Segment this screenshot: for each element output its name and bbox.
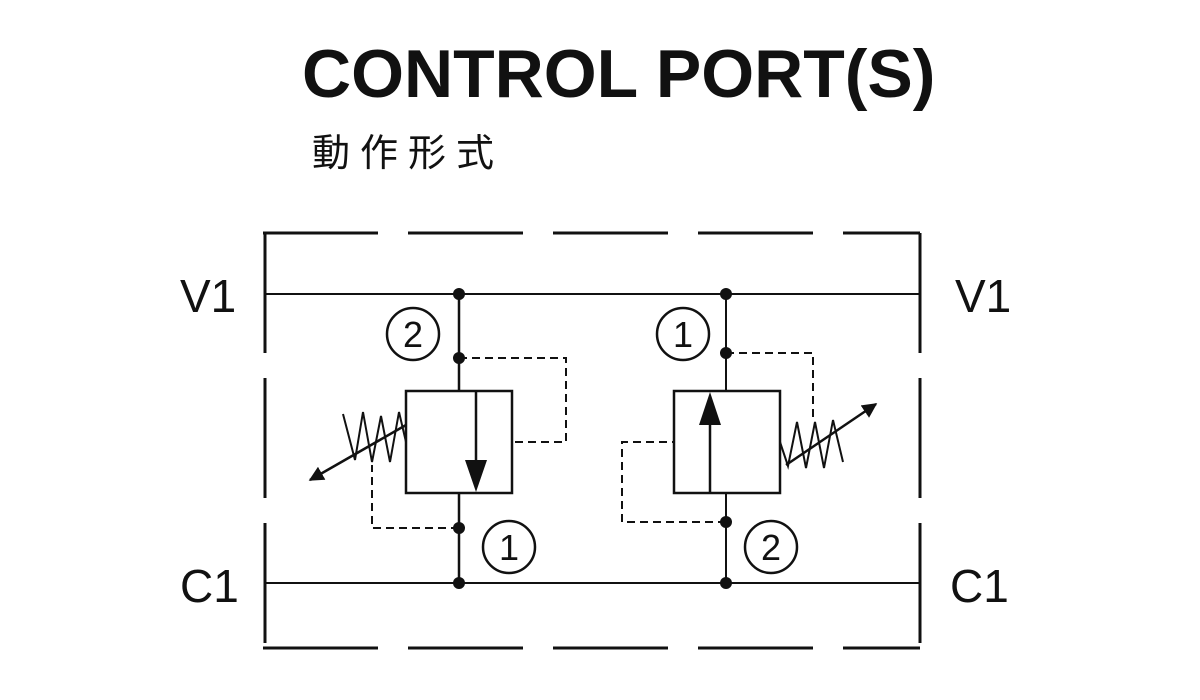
left-valve-marker-bottom-label: 1 <box>499 527 519 568</box>
port-label-c1-left: C1 <box>180 560 239 612</box>
right-valve: 1 2 <box>621 288 878 589</box>
left-pilot-line-bottom <box>371 465 459 529</box>
port-label-v1-left: V1 <box>180 270 236 322</box>
right-valve-marker-bottom-label: 2 <box>761 527 781 568</box>
enclosure-border <box>263 231 922 650</box>
right-spring-icon <box>779 419 844 470</box>
diagram-subtitle: 動作形式 <box>312 131 505 175</box>
right-valve-marker-top-label: 1 <box>673 314 693 355</box>
left-valve-marker-bottom <box>481 519 537 575</box>
right-valve-marker-top <box>655 306 711 362</box>
left-pilot-line-top <box>459 357 567 443</box>
left-valve-marker-top-label: 2 <box>403 314 423 355</box>
left-spring-icon <box>342 411 407 463</box>
port-label-c1-right: C1 <box>950 560 1009 612</box>
left-adjust-arrow-icon <box>308 423 407 482</box>
right-pilot-line-top <box>726 352 814 420</box>
left-valve-body <box>404 389 514 495</box>
right-flow-arrow-up <box>699 392 721 425</box>
left-flow-arrow-down <box>465 460 487 492</box>
left-valve: 2 1 <box>308 288 567 589</box>
right-pilot-line-bottom <box>621 441 726 523</box>
right-adjust-arrow-icon <box>785 402 878 467</box>
diagram-title: CONTROL PORT(S) <box>302 36 936 112</box>
right-valve-body <box>672 389 782 495</box>
left-valve-marker-top <box>385 306 441 362</box>
right-valve-marker-bottom <box>743 519 799 575</box>
port-label-v1-right: V1 <box>955 270 1011 322</box>
